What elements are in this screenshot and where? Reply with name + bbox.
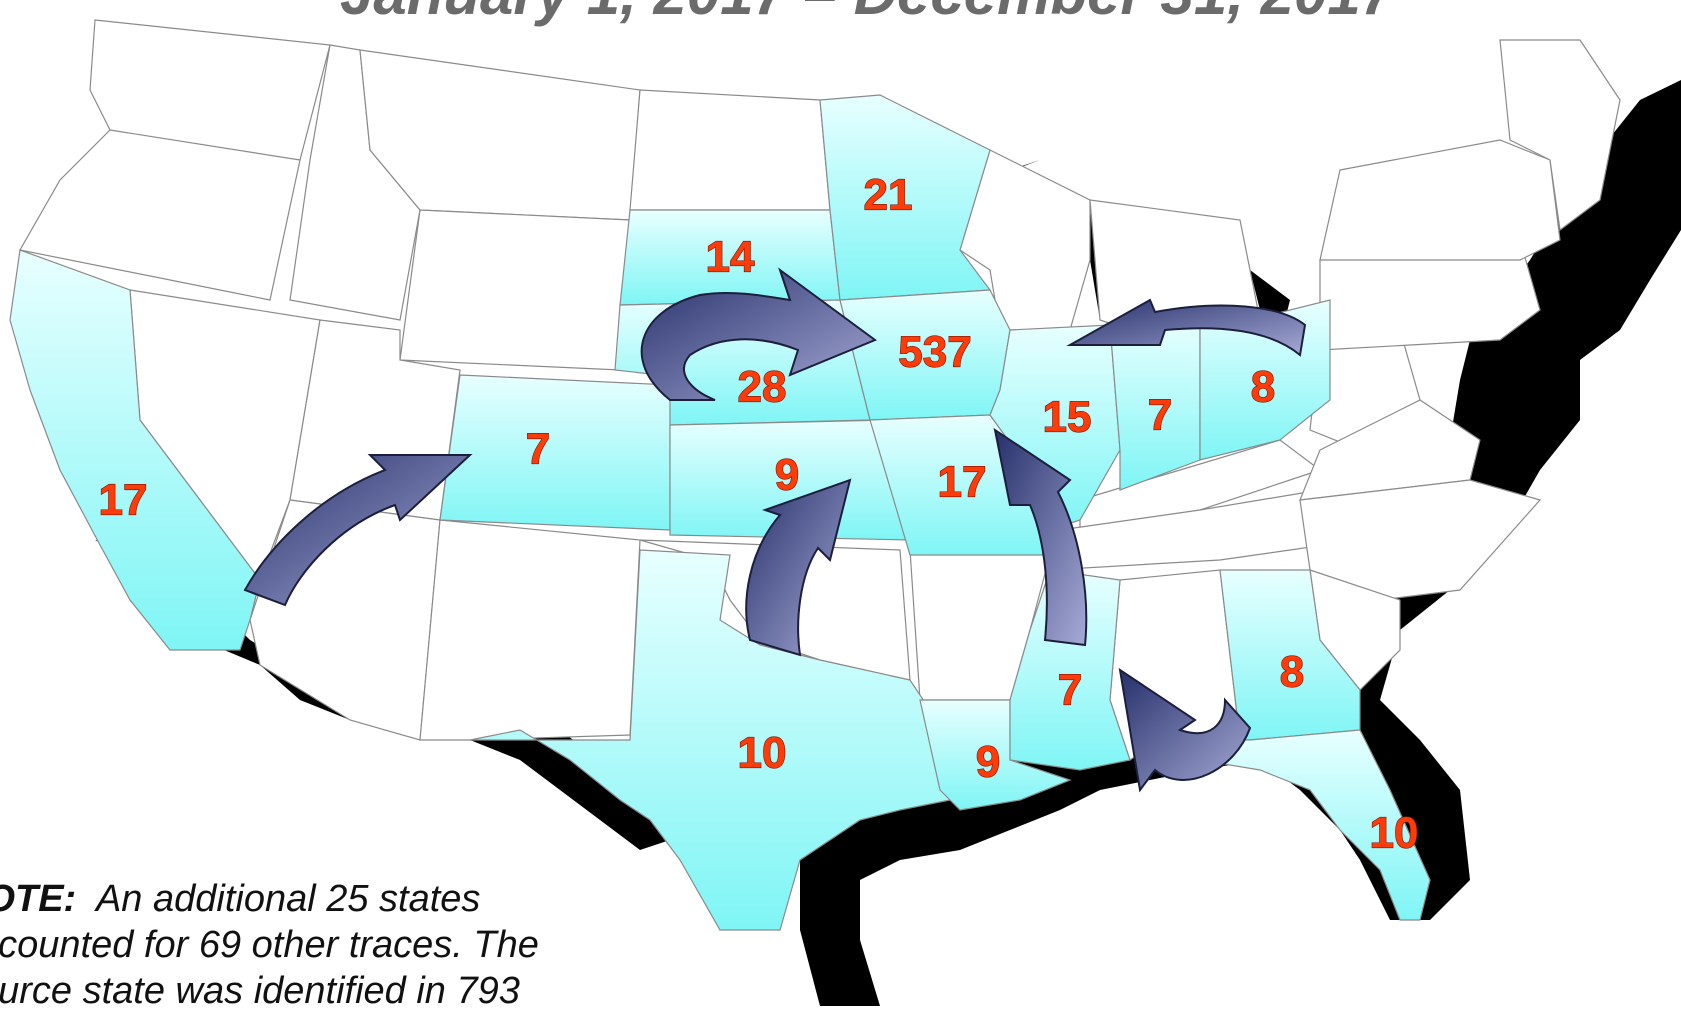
arrow-oklahoma-to-kansas <box>745 478 852 657</box>
footnote-label: NOTE: <box>0 878 77 920</box>
footnote-line-2: accounted for 69 other traces. The <box>0 924 539 966</box>
map-title: January 1, 2017 – December 31, 2017 <box>340 0 1397 27</box>
state-new-england <box>1499 39 1621 232</box>
state-colorado <box>439 374 671 531</box>
state-minnesota <box>819 94 992 301</box>
state-new-york <box>1319 139 1561 261</box>
footnote-line-1: An additional 25 states <box>95 878 481 920</box>
count-kansas: 9 <box>775 451 799 500</box>
footnote-line-3: source state was identified in 793 <box>0 970 520 1012</box>
count-ohio: 8 <box>1251 363 1275 412</box>
state-north-dakota <box>629 89 831 211</box>
count-nebraska: 28 <box>738 363 787 412</box>
arrow-ohio-to-illinois <box>1066 298 1307 357</box>
arrow-alabama-to-mississippi <box>1118 667 1252 793</box>
count-georgia: 8 <box>1280 648 1304 697</box>
state-florida <box>1159 729 1431 921</box>
count-south-dakota: 14 <box>706 233 755 282</box>
count-colorado: 7 <box>526 425 550 474</box>
count-illinois: 15 <box>1043 393 1092 442</box>
count-iowa: 537 <box>898 328 971 377</box>
arrow-california-to-colorado <box>243 454 473 607</box>
count-california: 17 <box>99 476 148 525</box>
plain-states <box>19 19 1621 761</box>
trace-arrows <box>243 267 1307 793</box>
count-minnesota: 21 <box>864 171 913 220</box>
state-arizona <box>249 499 441 741</box>
count-texas: 10 <box>738 729 787 778</box>
highlighted-states <box>9 94 1431 931</box>
arrow-nebraska-to-iowa <box>640 267 878 401</box>
count-missouri: 17 <box>938 458 987 507</box>
state-oregon <box>19 129 301 301</box>
state-counts: 17 14 21 28 537 7 9 17 15 7 8 10 9 7 8 1… <box>98 170 1419 858</box>
state-new-mexico <box>419 519 641 741</box>
arrow-mississippi-to-missouri <box>993 427 1088 647</box>
state-virginia <box>1299 399 1481 501</box>
footnote: NOTE: An additional 25 states accounted … <box>0 876 598 1014</box>
state-california <box>9 249 261 651</box>
count-indiana: 7 <box>1148 391 1172 440</box>
count-florida: 10 <box>1370 809 1419 858</box>
state-wyoming <box>399 209 631 371</box>
count-louisiana: 9 <box>976 738 1000 787</box>
state-mississippi <box>1009 569 1131 771</box>
count-mississippi: 7 <box>1058 666 1082 715</box>
